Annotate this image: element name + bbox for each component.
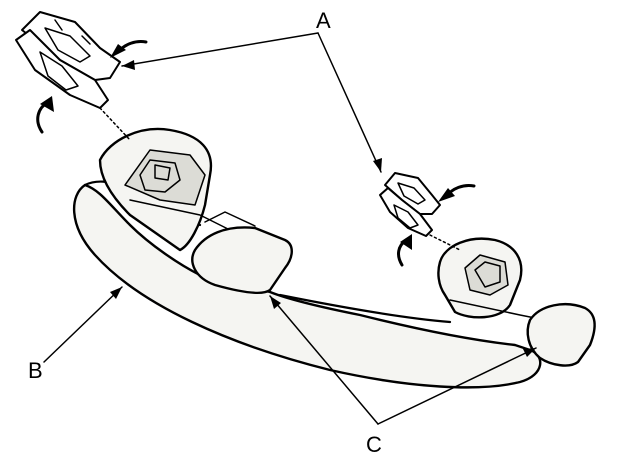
grab-handle (73, 127, 596, 389)
callout-a: A (316, 8, 331, 33)
callout-b: B (28, 358, 43, 383)
curved-arrow-icon (110, 40, 148, 58)
clip-left (15, 11, 121, 109)
alignment-lines (99, 107, 461, 251)
curved-arrow-icon (397, 234, 412, 267)
curved-arrow-icon (438, 184, 476, 202)
callout-c: C (366, 432, 382, 457)
clip-right (379, 172, 441, 237)
leader-lines (43, 32, 537, 425)
curved-arrow-icon (36, 96, 54, 134)
